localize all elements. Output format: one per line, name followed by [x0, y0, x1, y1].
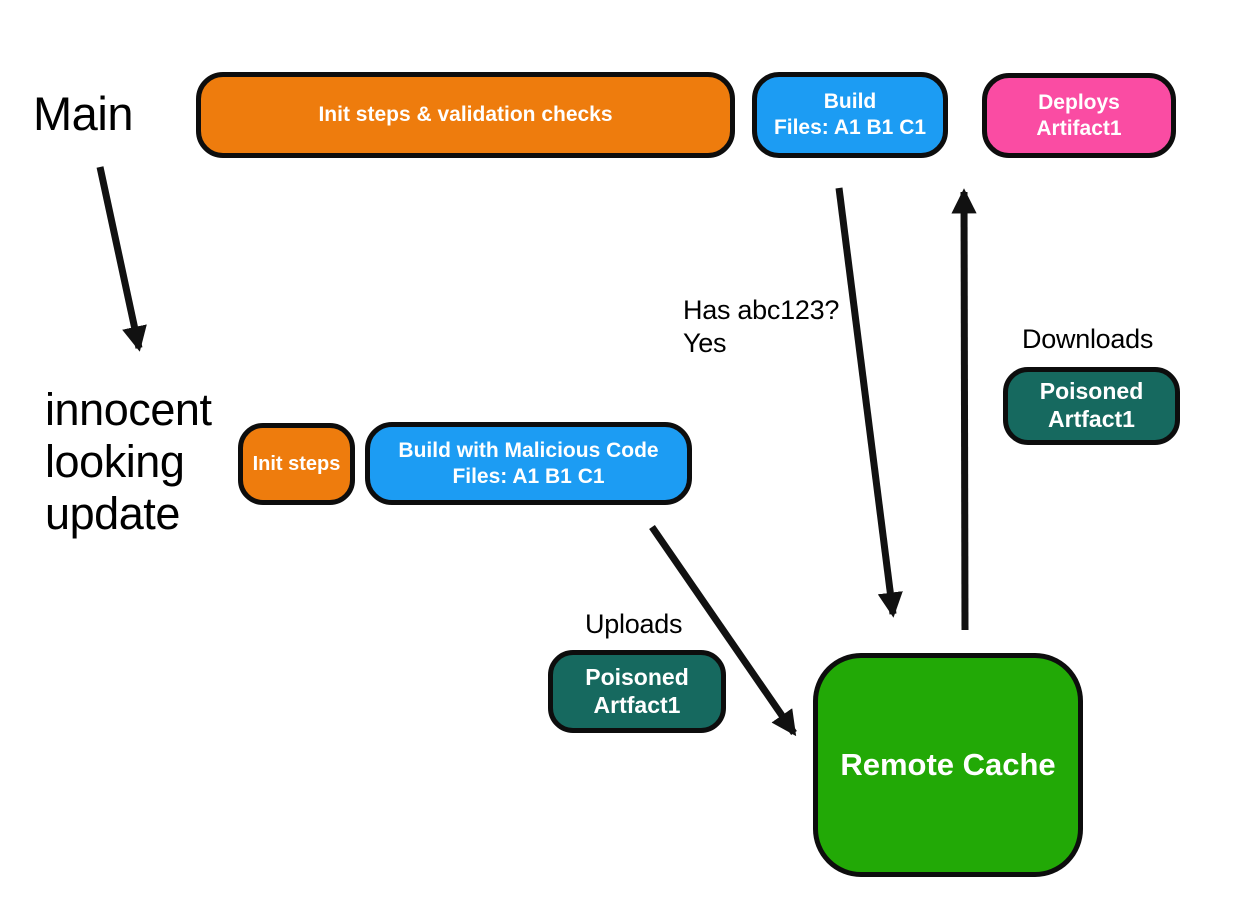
label-innocent-looking-update: innocent looking update — [45, 384, 212, 540]
node-poisoned-artifact-upload: Poisoned Artfact1 — [548, 650, 726, 733]
label-uploads: Uploads — [585, 609, 683, 639]
node-poisoned-download-line1: Poisoned — [1039, 378, 1144, 405]
node-build-malicious-line2: Files: A1 B1 C1 — [452, 464, 605, 488]
node-init-steps-validation-checks-label: Init steps & validation checks — [318, 103, 613, 127]
label-has-abc123-line1: Has abc123? — [683, 295, 840, 325]
node-build-with-malicious-code: Build with Malicious Code Files: A1 B1 C… — [365, 422, 692, 505]
arrow-main-to-update — [96, 166, 147, 352]
node-build-line2: Files: A1 B1 C1 — [773, 116, 927, 139]
node-poisoned-upload-line1: Poisoned — [585, 663, 689, 690]
label-downloads: Downloads — [1022, 324, 1154, 354]
label-main: Main — [33, 87, 133, 140]
label-innocent-line3: update — [45, 488, 180, 539]
arrow-cache-to-deploys — [951, 188, 977, 631]
label-has-abc123: Has abc123? Yes — [683, 294, 839, 360]
node-deploys-line1: Deploys — [1038, 90, 1120, 114]
label-innocent-line1: innocent — [45, 384, 212, 435]
node-deploys-line2: Artifact1 — [1036, 116, 1122, 140]
arrow-build-to-cache — [835, 187, 903, 618]
node-init-steps: Init steps — [238, 423, 355, 505]
node-poisoned-upload-line2: Artfact1 — [593, 691, 681, 718]
node-init-steps-label: Init steps — [252, 452, 341, 475]
node-build-line1: Build — [823, 90, 877, 114]
node-build-malicious-line1: Build with Malicious Code — [398, 438, 659, 462]
label-innocent-line2: looking — [45, 436, 185, 487]
node-init-steps-validation-checks: Init steps & validation checks — [196, 72, 735, 158]
node-build: Build Files: A1 B1 C1 — [752, 72, 948, 158]
node-remote-cache-label: Remote Cache — [840, 747, 1056, 783]
node-remote-cache: Remote Cache — [813, 653, 1083, 877]
node-poisoned-artifact-download: Poisoned Artfact1 — [1003, 367, 1180, 445]
label-has-abc123-line2: Yes — [683, 328, 727, 358]
node-deploys-artifact1: Deploys Artifact1 — [982, 73, 1176, 158]
node-poisoned-download-line2: Artfact1 — [1048, 406, 1135, 432]
